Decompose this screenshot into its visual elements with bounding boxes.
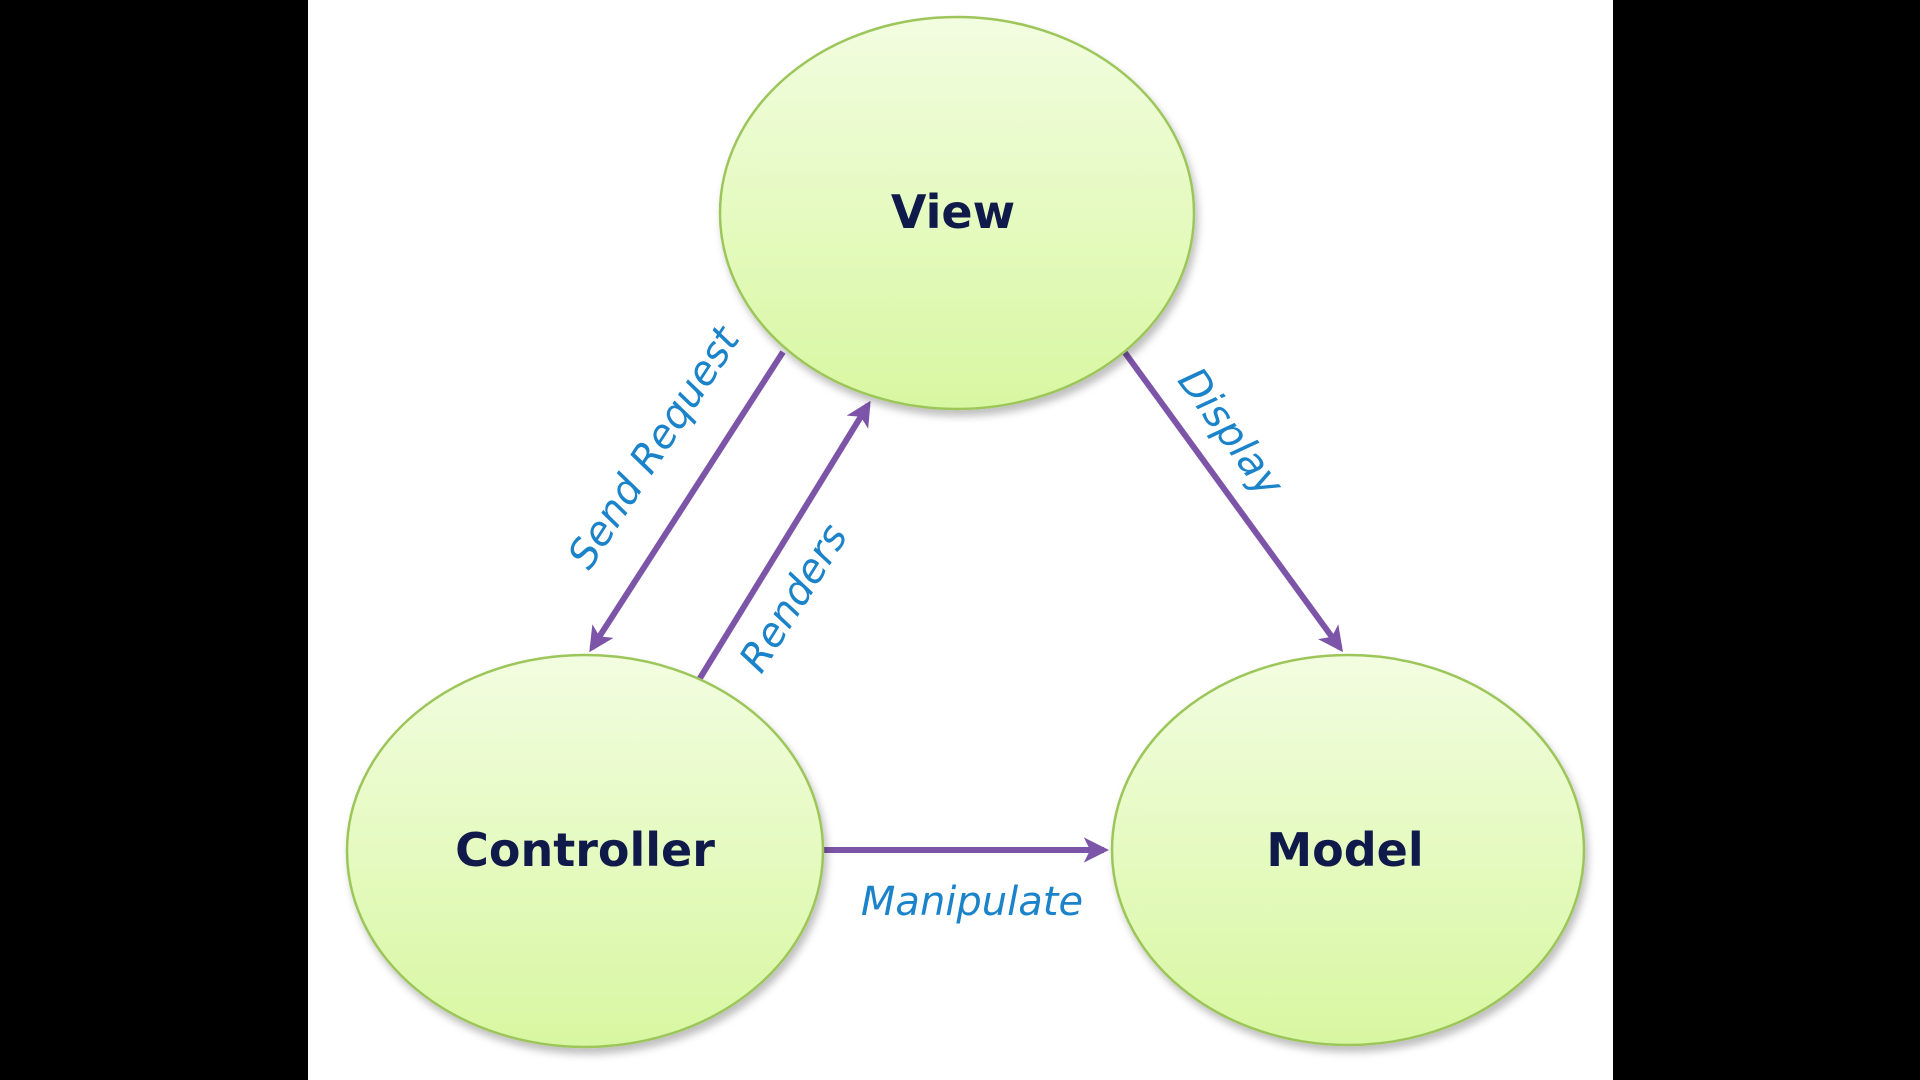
view-label: View: [891, 185, 1015, 239]
manipulate-label: Manipulate: [861, 879, 1083, 925]
model-ellipse: [1110, 653, 1586, 1047]
diagram-canvas: View Controller Model Send Request Rende…: [308, 0, 1613, 1080]
node-controller: Controller: [345, 653, 825, 1049]
view-ellipse: [718, 15, 1196, 411]
controller-ellipse: [345, 653, 825, 1049]
display-arrow: [1120, 348, 1343, 653]
renders-arrow: [694, 400, 871, 685]
display-label: Display: [1169, 359, 1294, 506]
node-view: View: [718, 15, 1196, 411]
node-model: Model: [1110, 653, 1586, 1047]
controller-label: Controller: [455, 823, 715, 877]
send-request-arrow: [589, 350, 786, 653]
model-label: Model: [1266, 823, 1423, 877]
